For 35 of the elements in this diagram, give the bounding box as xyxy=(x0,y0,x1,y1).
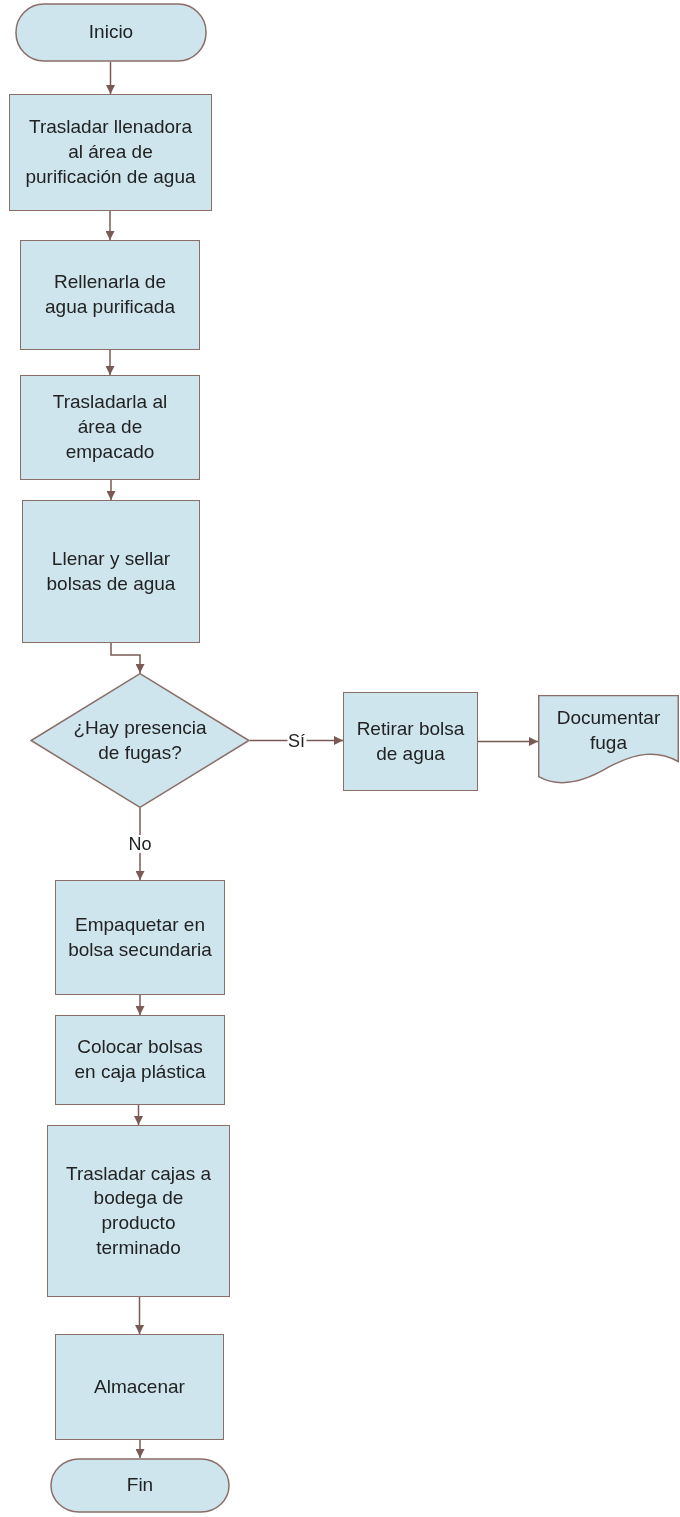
arrow xyxy=(134,1104,143,1126)
process-box xyxy=(20,375,200,480)
process-box xyxy=(55,880,225,995)
node-text: Trasladarla al área de empacado xyxy=(51,390,169,464)
node-text: Colocar bolsas en caja plástica xyxy=(73,1035,207,1084)
arrow xyxy=(106,61,115,95)
node-text: Trasladar cajas a bodega de producto terminado xyxy=(65,1161,212,1260)
process-box xyxy=(55,1334,224,1440)
node-text: Fin xyxy=(126,1473,154,1498)
arrow xyxy=(135,994,145,1016)
arrow xyxy=(105,349,115,376)
process-box xyxy=(22,500,200,643)
node-text: Trasladar llenadora al área de purificación de agua xyxy=(24,115,197,189)
node-text: Empaquetar en bolsa secundaria xyxy=(68,912,212,962)
arrow xyxy=(135,1296,144,1335)
node-text: Documentar fuga xyxy=(555,705,662,755)
node-text: Llenar y sellar bolsas de agua xyxy=(45,546,177,596)
node-text: Retirar bolsa de agua xyxy=(356,716,465,766)
process-box xyxy=(47,1125,230,1297)
node-text: ¿Hay presencia de fugas? xyxy=(72,715,208,765)
process-box xyxy=(55,1015,225,1105)
edge-label: No xyxy=(127,835,153,853)
node-text: Inicio xyxy=(88,20,134,45)
process-box xyxy=(20,240,200,350)
node-text: Rellenarla de agua purificada xyxy=(44,270,176,319)
edge-label: Sí xyxy=(287,731,306,750)
arrow xyxy=(135,1439,145,1459)
node-text: Almacenar xyxy=(94,1374,185,1399)
process-box xyxy=(9,94,212,211)
arrow xyxy=(477,737,539,746)
arrow xyxy=(105,210,115,241)
decision-diamond xyxy=(30,673,250,808)
arrow xyxy=(106,479,116,501)
arrow xyxy=(110,642,145,674)
process-box xyxy=(343,692,478,791)
